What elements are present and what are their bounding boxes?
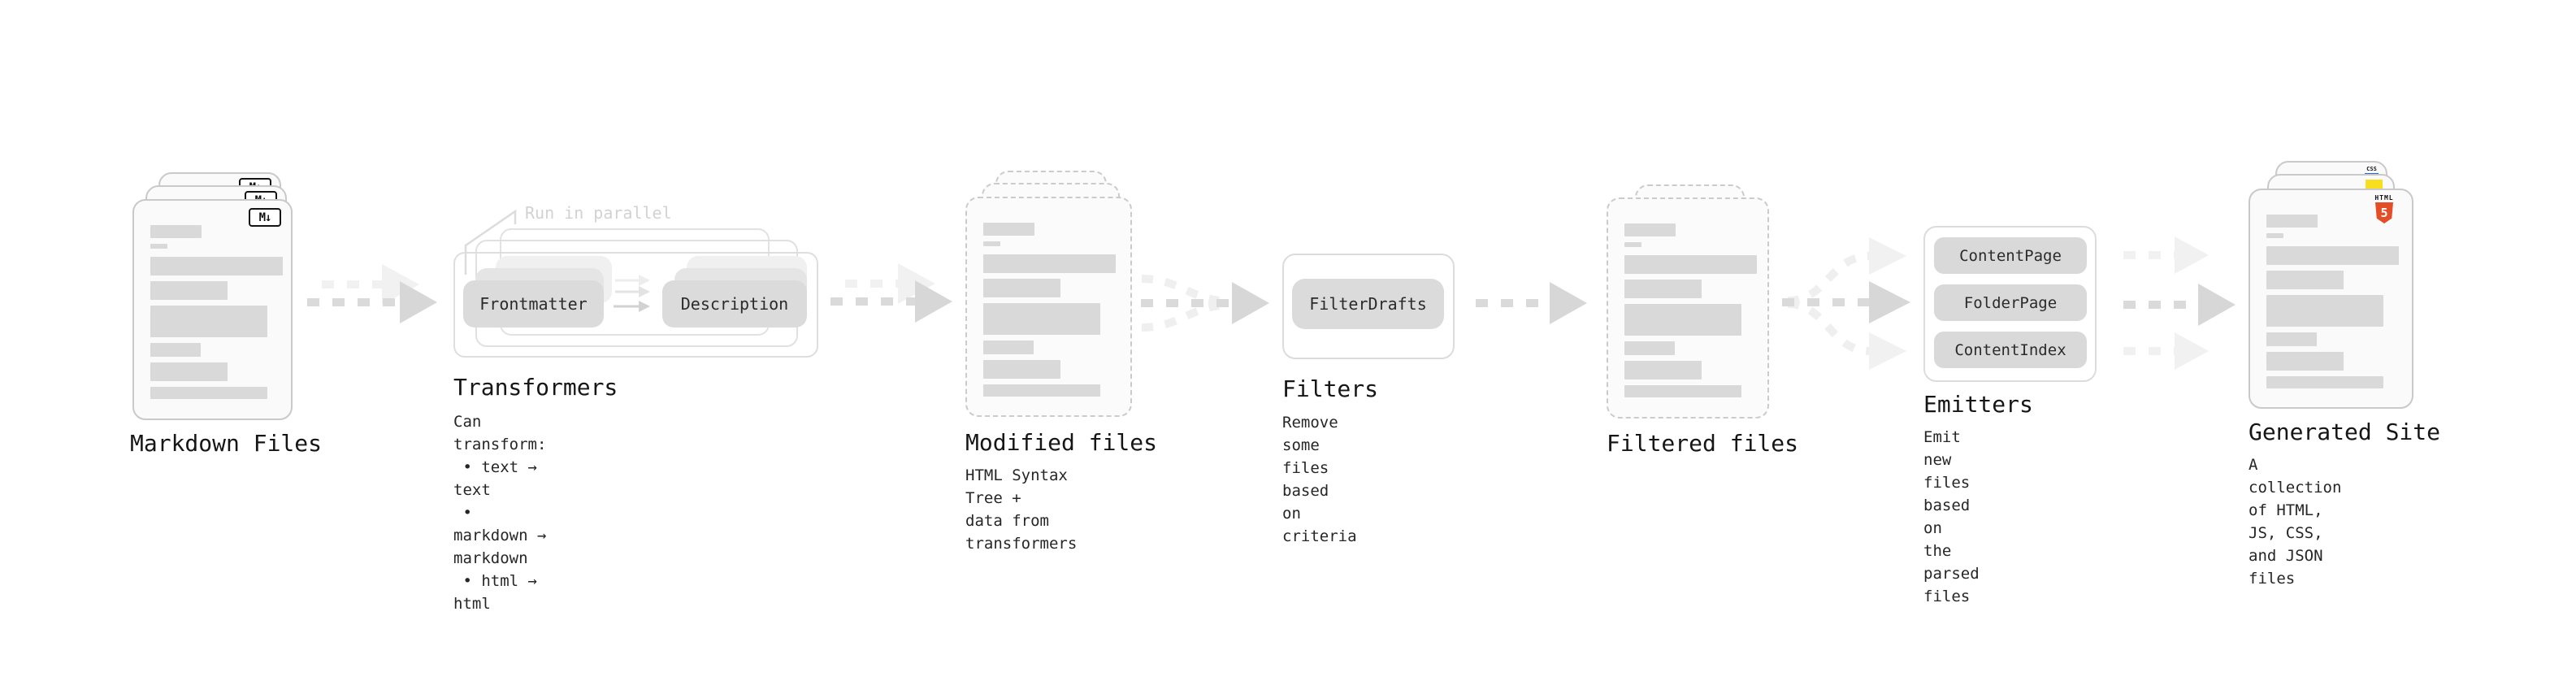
css-icon-label: CSS: [2366, 166, 2377, 172]
html5-icon-number: 5: [2380, 205, 2388, 220]
arrow-filters-to-filtered: [1476, 282, 1587, 324]
doc-text-placeholder: [983, 223, 1116, 397]
doc-line: [150, 225, 202, 238]
filter-node-filterdrafts: FilterDrafts: [1292, 279, 1444, 329]
doc-line: [2266, 215, 2318, 228]
transformer-node-description: Description: [662, 280, 807, 327]
doc-line: [1624, 280, 1702, 298]
stage-title-filtered: Filtered files: [1607, 430, 1799, 457]
doc-line: [150, 362, 228, 381]
stage-subtitle-emitters: Emit new files based on the parsed files: [1923, 428, 1980, 605]
stage-title-emitters: Emitters: [1923, 391, 2033, 418]
doc-line: [150, 387, 267, 399]
doc-line: [983, 340, 1034, 354]
doc-line: [1624, 385, 1741, 397]
stage-subtitle-transformers: Can transform: • text → text • markdown …: [453, 413, 547, 613]
doc-line: [1624, 255, 1757, 274]
doc-line: [150, 244, 167, 249]
document-card-front: [965, 197, 1132, 417]
html5-icon-label: HTML: [2374, 194, 2394, 202]
doc-line: [983, 279, 1060, 297]
stage-subtitle-generated: A collection of HTML, JS, CSS, and JSON …: [2249, 456, 2342, 588]
doc-line: [150, 281, 228, 300]
arrow-modified-to-filters-merge: [1141, 275, 1269, 332]
doc-line: [2266, 295, 2383, 327]
html5-icon: HTML 5: [2367, 194, 2401, 223]
arrow-emitters-to-generated: [2123, 236, 2236, 370]
stage-subtitle-modified: HTML Syntax Tree + data from transformer…: [965, 466, 1078, 553]
stage-subtitle-filters: Remove some files based on criteria: [1282, 414, 1357, 545]
emitter-node-folderpage: FolderPage: [1934, 284, 2087, 321]
run-in-parallel-note: Run in parallel: [525, 203, 672, 223]
transformer-mini-arrows: [614, 275, 650, 312]
doc-line: [983, 384, 1100, 397]
document-card-front: M↓: [132, 199, 293, 420]
doc-line: [983, 223, 1034, 236]
stage-title-generated: Generated Site: [2249, 419, 2441, 445]
javascript-icon: [2366, 180, 2383, 189]
arrow-markdown-to-transformers: [307, 264, 437, 323]
doc-line: [2266, 332, 2317, 346]
doc-line: [2266, 233, 2283, 238]
doc-line: [983, 303, 1100, 335]
run-in-parallel-leader-line: [464, 209, 517, 275]
doc-line: [983, 241, 1000, 246]
stage-title-transformers: Transformers: [453, 374, 618, 401]
doc-line: [2266, 376, 2383, 388]
markdown-icon: M↓: [249, 208, 281, 227]
doc-line: [1624, 242, 1641, 247]
document-card-html: HTML 5: [2249, 189, 2413, 409]
emitter-node-contentpage: ContentPage: [1934, 237, 2087, 274]
emitter-node-contentindex: ContentIndex: [1934, 332, 2087, 368]
doc-line: [1624, 304, 1741, 336]
doc-line: [983, 360, 1060, 379]
doc-text-placeholder: [2266, 215, 2399, 388]
stage-title-modified: Modified files: [965, 429, 1158, 456]
stage-title-markdown: Markdown Files: [130, 430, 323, 457]
doc-line: [2266, 246, 2399, 265]
doc-line: [1624, 223, 1676, 236]
transformer-box-front: [453, 252, 818, 358]
arrow-filtered-to-emitters-diverge: [1782, 237, 1910, 370]
doc-line: [2266, 352, 2344, 371]
doc-line: [150, 306, 267, 337]
doc-line: [1624, 341, 1675, 355]
doc-line: [1624, 361, 1702, 380]
document-card-front: [1607, 197, 1769, 419]
html5-icon-shield: 5: [2375, 202, 2393, 223]
doc-line: [150, 343, 201, 357]
doc-text-placeholder: [150, 225, 283, 399]
doc-line: [983, 254, 1116, 273]
transformer-node-frontmatter: Frontmatter: [463, 280, 604, 327]
arrow-transformers-to-modified: [830, 263, 952, 323]
doc-line: [2266, 271, 2344, 289]
stage-title-filters: Filters: [1282, 375, 1379, 402]
doc-text-placeholder: [1624, 223, 1757, 397]
doc-line: [150, 257, 283, 275]
